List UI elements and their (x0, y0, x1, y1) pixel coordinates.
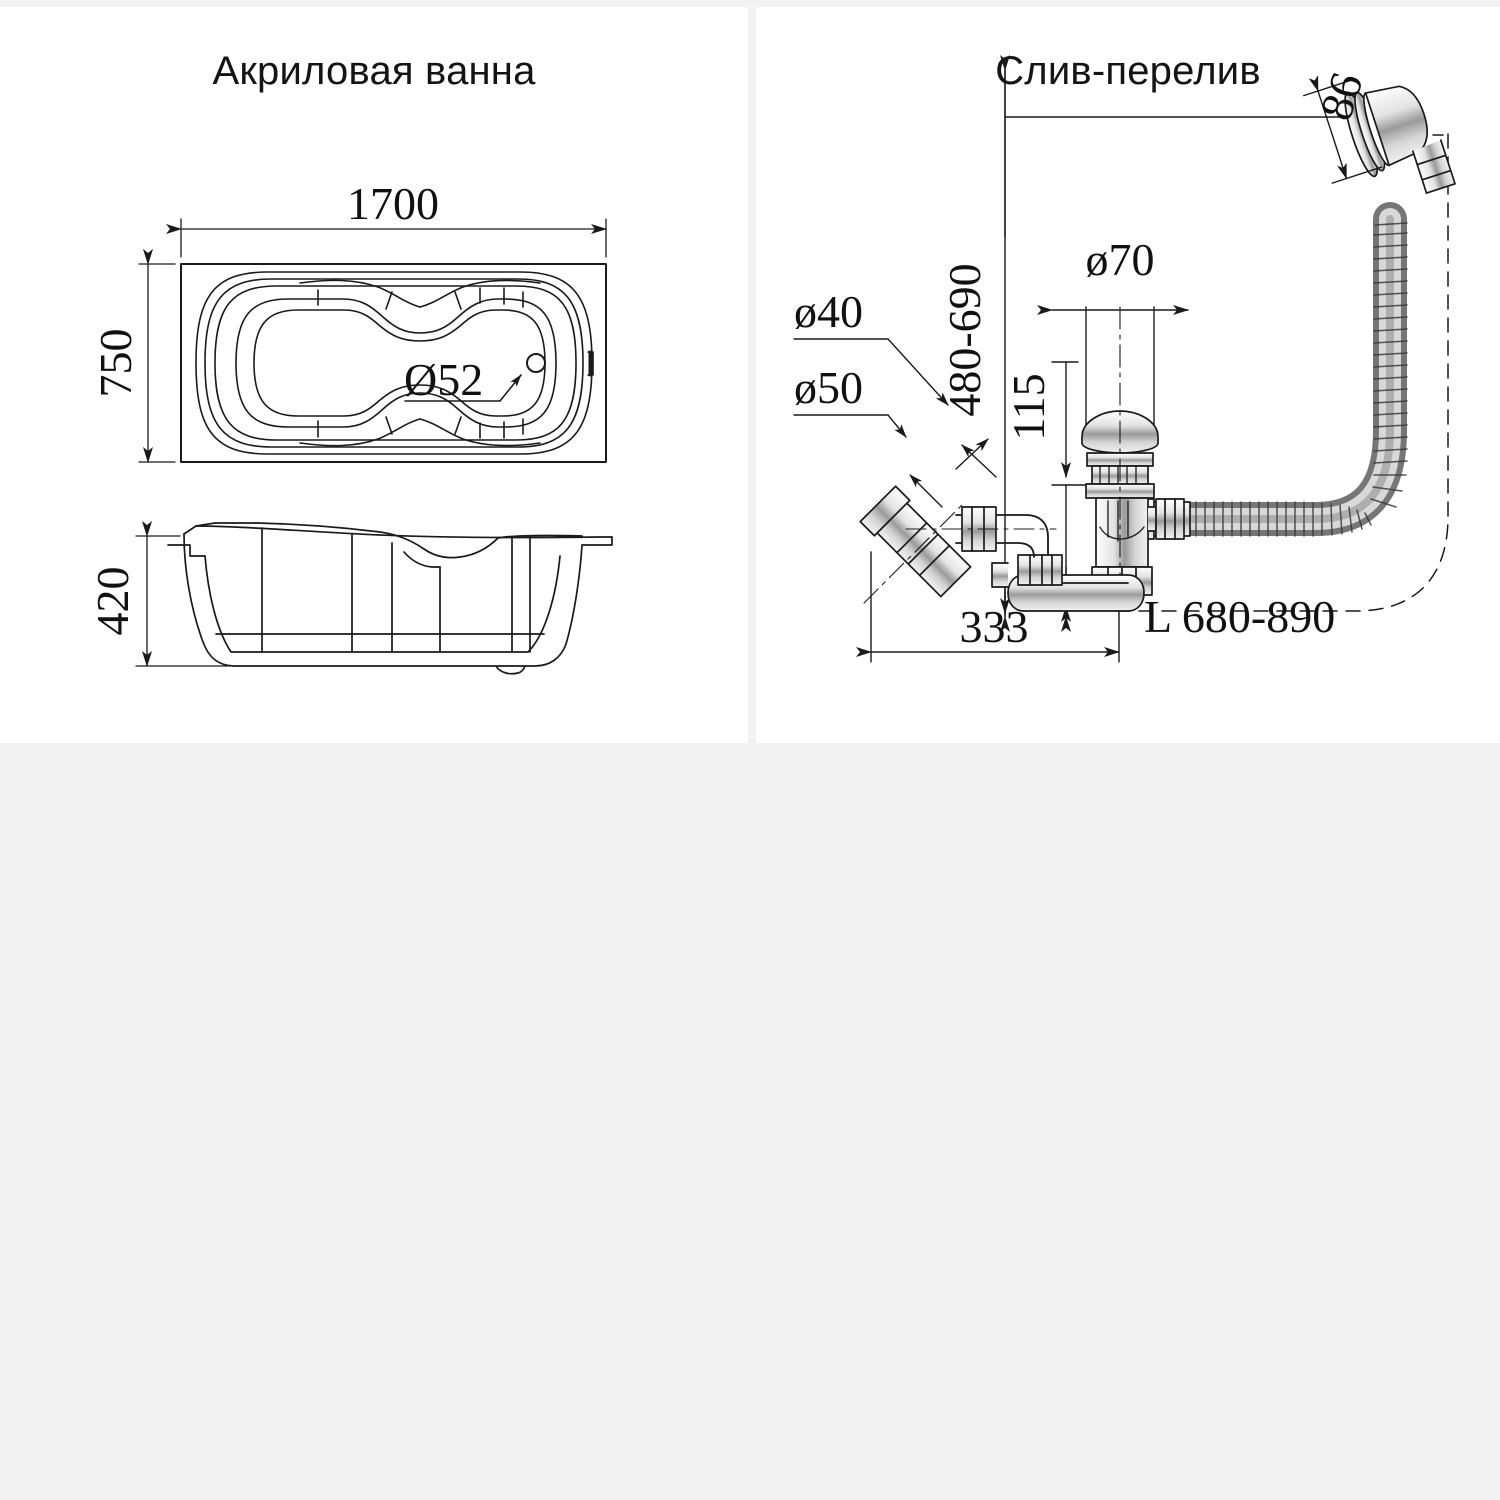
dim-label-115: 115 (1003, 373, 1054, 440)
dim-label-40: ø40 (794, 286, 863, 337)
dim-86 (1303, 75, 1383, 184)
overflow-head (1344, 85, 1456, 194)
bath-drawing: 1700 750 420 Ø52 (87, 178, 613, 675)
dim-label-drain-52: Ø52 (404, 354, 483, 405)
panel-acrylic-bath: Акриловая ванна (0, 7, 748, 743)
dim-label-333: 333 (960, 601, 1029, 652)
leader-50 (793, 414, 907, 438)
outlet-elbow (859, 485, 1063, 604)
dim-label-50: ø50 (794, 362, 863, 413)
dim-label-hose-length: L 680-890 (1144, 591, 1335, 642)
panel-drain-overflow: Слив-перелив (756, 7, 1500, 743)
dim-label-480-690: 480-690 (939, 263, 990, 416)
panel-title-bath: Акриловая ванна (212, 49, 536, 93)
dim-drain-diameter (404, 374, 522, 402)
drain-drawing: 480-690 ø70 115 86 ø40 ø50 333 L 680-890 (793, 55, 1456, 663)
drain-valve-body (1081, 306, 1185, 608)
corrugated-hose (1135, 202, 1408, 540)
dim-label-420: 420 (87, 567, 138, 636)
leader-40 (793, 338, 949, 406)
dim-length-1700 (166, 218, 607, 258)
dim-480-690 (1000, 55, 1347, 618)
hose-alt-path (1115, 131, 1449, 612)
dim-width-750 (138, 249, 176, 463)
bathtub-top-bowl (195, 271, 594, 455)
dim-label-70: ø70 (1086, 234, 1155, 285)
drain-hole-circle (526, 353, 546, 373)
dim-height-420 (135, 521, 231, 667)
bathtub-side-section (167, 522, 613, 675)
dim-label-750: 750 (90, 329, 141, 398)
dim-70 (1037, 305, 1189, 428)
dim-label-1700: 1700 (347, 178, 439, 229)
panel-title-drain: Слив-перелив (995, 49, 1261, 93)
